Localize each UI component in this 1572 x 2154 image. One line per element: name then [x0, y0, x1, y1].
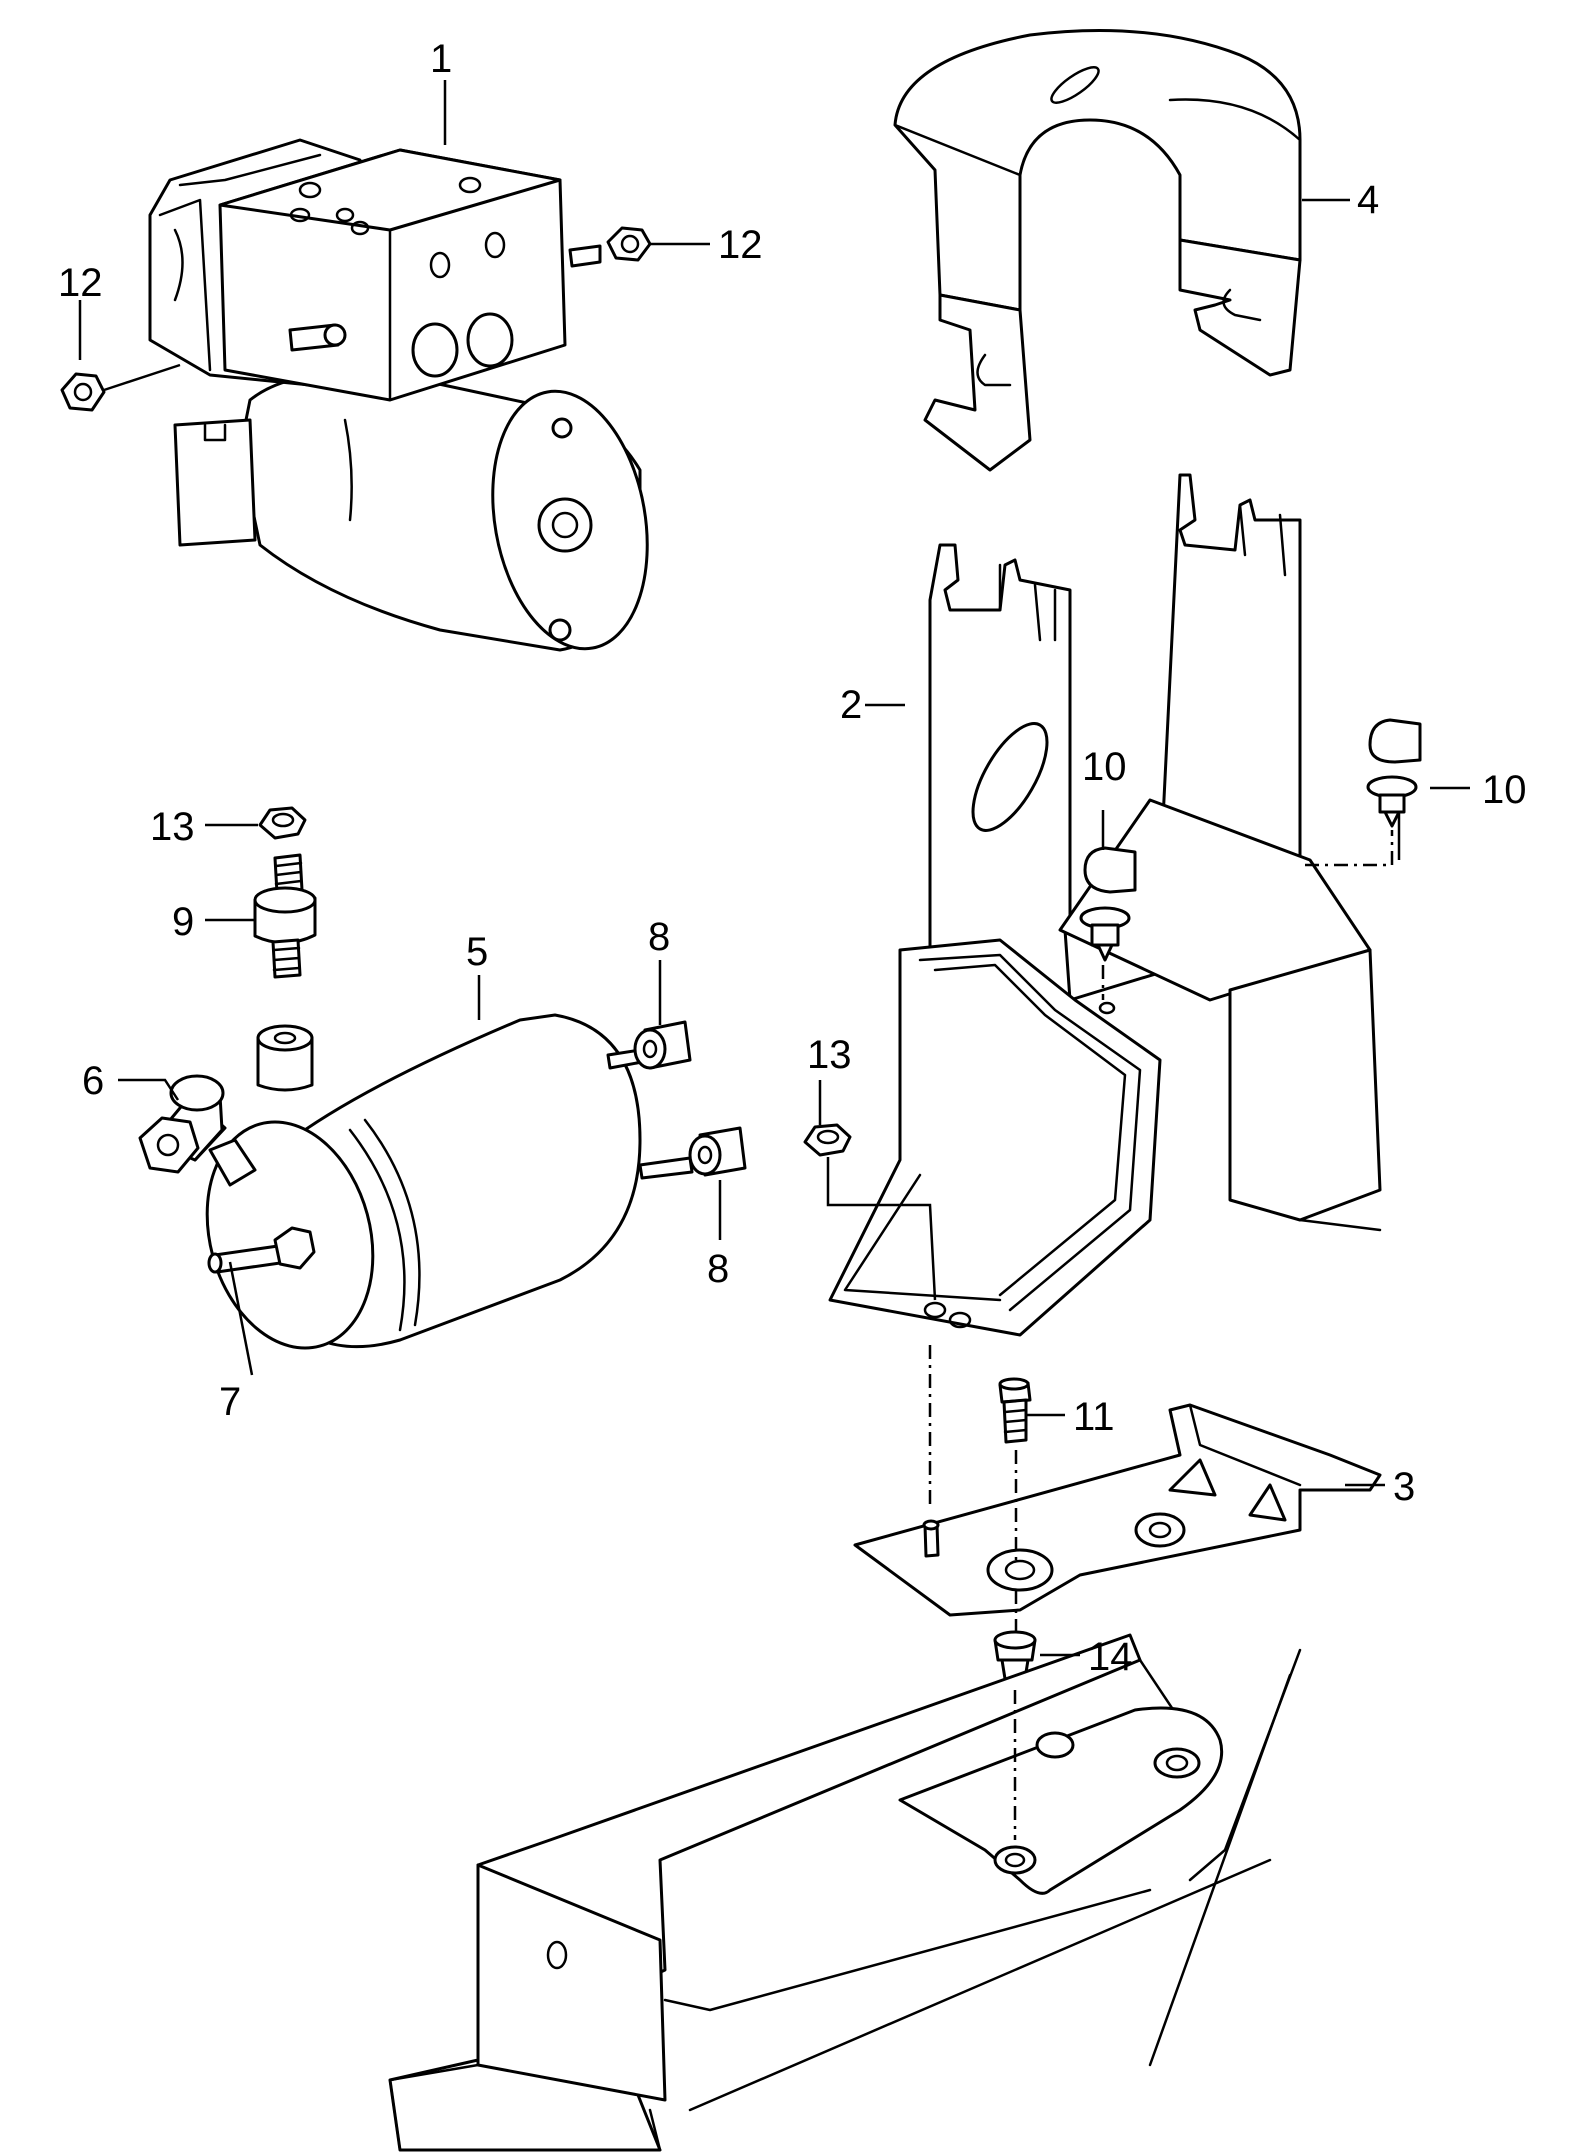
- cover-bracket: [893, 29, 1302, 472]
- hex-nut-right: [803, 1123, 937, 1301]
- callout-7: 7: [219, 1380, 241, 1424]
- clip-fastener-right: [1366, 718, 1422, 828]
- clip-fastener-left: [1079, 846, 1137, 962]
- pressure-accumulator: [205, 1013, 694, 1350]
- callout-8-lower: 8: [707, 1247, 729, 1291]
- mounting-bracket: [828, 473, 1382, 1337]
- spacer-lower: [688, 1126, 747, 1177]
- callout-8-upper: 8: [648, 915, 670, 959]
- callout-13-right: 13: [807, 1033, 852, 1077]
- spacer-upper: [633, 1020, 692, 1070]
- callout-6: 6: [82, 1059, 104, 1103]
- rubber-mount: [253, 853, 317, 979]
- callout-10-right: 10: [1482, 768, 1527, 812]
- callout-3: 3: [1393, 1465, 1415, 1509]
- callout-12-left: 12: [58, 261, 103, 305]
- abs-hydraulic-unit: [148, 138, 649, 652]
- flange-nut-left: [60, 363, 181, 412]
- assembly-lines: [928, 830, 1394, 1840]
- callout-1: 1: [430, 37, 452, 81]
- flange-nut-right: [606, 226, 652, 262]
- callout-10-left: 10: [1082, 745, 1127, 789]
- callout-14: 14: [1088, 1635, 1133, 1679]
- mounting-stud-bolt: [207, 1226, 316, 1274]
- callout-5: 5: [466, 930, 488, 974]
- callout-13-left: 13: [150, 805, 195, 849]
- callout-2: 2: [840, 683, 862, 727]
- hex-nut-left: [258, 806, 307, 840]
- callout-11: 11: [1073, 1395, 1115, 1439]
- callout-4: 4: [1357, 178, 1379, 222]
- base-plate: [853, 1403, 1382, 1617]
- leader-lines: [78, 80, 1470, 1657]
- callout-labels: 1 2 3 4 5 6 7 8 8 9 10 10 11 12 12 13 13…: [58, 37, 1527, 1679]
- hex-bolt: [998, 1377, 1032, 1444]
- callout-9: 9: [172, 900, 194, 944]
- vehicle-body-panel: [388, 1633, 1302, 2152]
- callout-12-right: 12: [718, 223, 763, 267]
- union-fitting: [138, 1074, 257, 1187]
